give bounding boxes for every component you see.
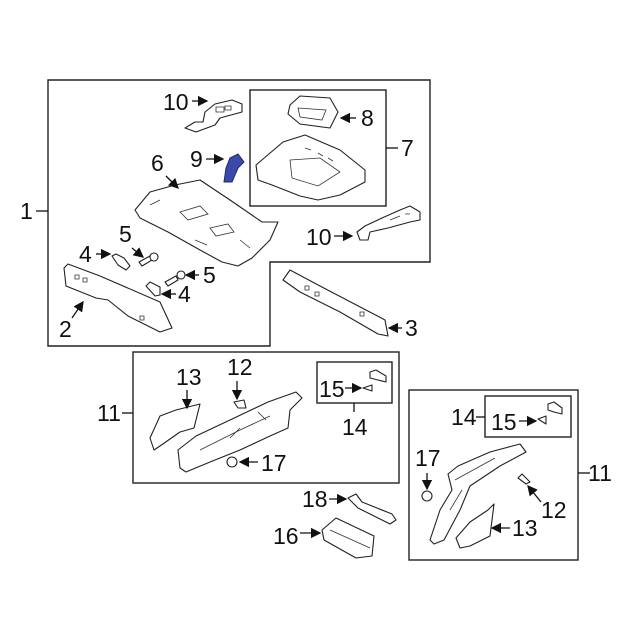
part-14-left-bracket[interactable]	[369, 369, 387, 383]
callout-7: 7	[401, 135, 414, 161]
part-13-left[interactable]	[149, 403, 201, 451]
part-17-left[interactable]	[226, 456, 238, 468]
part-8[interactable]	[287, 95, 339, 129]
callout-12: 12	[227, 354, 253, 380]
part-10-lower[interactable]	[356, 205, 421, 241]
part-15-left[interactable]	[362, 384, 373, 392]
callout-17: 17	[415, 445, 441, 471]
part-18[interactable]	[347, 493, 397, 525]
callout-4: 4	[178, 281, 191, 307]
part-4-upper[interactable]	[111, 253, 131, 271]
callout-8: 8	[361, 105, 374, 131]
callout-12: 12	[541, 497, 567, 523]
callout-16: 16	[273, 523, 299, 549]
callout-10: 10	[306, 224, 332, 250]
part-15-right[interactable]	[537, 415, 547, 425]
group-box-11-right	[408, 389, 579, 561]
part-5-lower[interactable]	[164, 270, 186, 287]
part-2[interactable]	[63, 263, 173, 333]
callout-6: 6	[151, 150, 164, 176]
part-10-upper[interactable]	[184, 99, 243, 133]
callout-3: 3	[405, 315, 418, 341]
group-box-1	[47, 79, 431, 347]
part-11-left-rail[interactable]	[177, 391, 303, 473]
part-6[interactable]	[134, 179, 279, 267]
callout-13: 13	[176, 364, 202, 390]
callout-5: 5	[203, 262, 216, 288]
leader-lines	[36, 95, 590, 539]
callout-11: 11	[588, 460, 612, 486]
callout-14: 14	[451, 404, 477, 430]
callout-13: 13	[512, 515, 538, 541]
callout-10: 10	[163, 89, 189, 115]
callout-2: 2	[59, 316, 72, 342]
part-12-right[interactable]	[517, 473, 531, 485]
part-13-right[interactable]	[455, 503, 495, 549]
part-11-right-rail[interactable]	[429, 443, 527, 545]
callout-1: 1	[20, 198, 33, 224]
callout-11: 11	[97, 400, 121, 426]
callout-9: 9	[190, 146, 203, 172]
part-16[interactable]	[321, 517, 375, 559]
callout-18: 18	[302, 486, 328, 512]
part-3[interactable]	[282, 269, 389, 337]
callout-4: 4	[79, 241, 92, 267]
part-14-right-bracket[interactable]	[547, 401, 563, 415]
callout-17: 17	[261, 450, 287, 476]
callout-15: 15	[491, 409, 517, 435]
group-box-11-left	[132, 351, 400, 484]
part-12-left[interactable]	[233, 399, 247, 409]
callout-labels: 1 10 8 7 6 9 10 5 4 5 4 2 3 11 13 12 15 …	[20, 89, 612, 549]
part-9[interactable]	[223, 153, 245, 183]
callout-15: 15	[319, 376, 345, 402]
callout-5: 5	[119, 221, 132, 247]
part-4-lower[interactable]	[145, 281, 161, 297]
part-5-upper[interactable]	[138, 252, 159, 267]
part-17-right[interactable]	[421, 490, 433, 502]
part-7[interactable]	[255, 134, 366, 201]
callout-14: 14	[342, 414, 368, 440]
